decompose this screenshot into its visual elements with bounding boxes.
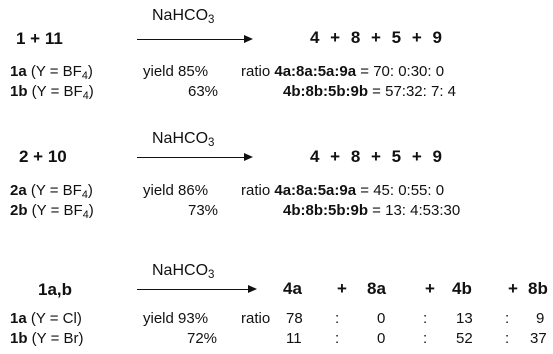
reaction-2-row-2-yield: 73%	[188, 202, 219, 219]
reaction-1-row-2-yield: 63%	[188, 83, 219, 100]
reaction-3-row-2-value-8a: 0	[377, 330, 386, 347]
reaction-3-row-1-label: 1a (Y = Cl)	[10, 310, 82, 327]
reaction-3-reactants: 1a,b	[38, 280, 73, 299]
reaction-1-reagent: NaHCO3	[152, 7, 215, 27]
reaction-3-row-1-value-8a: 0	[377, 310, 386, 327]
reaction-1-reactants: 1 + 11	[16, 29, 63, 48]
reaction-3-row-2-value-4b: 52	[456, 330, 473, 347]
reaction-2-reactants: 2 + 10	[19, 147, 67, 166]
reaction-1-row-1-label: 1a (Y = BF4)	[10, 63, 93, 83]
reaction-2-row-2-label: 2b (Y = BF4)	[10, 202, 94, 222]
reaction-3-arrow	[137, 285, 257, 293]
reaction-3-row-1-sep-2: :	[423, 310, 428, 327]
reaction-3-row-1-yield: yield 93%	[143, 310, 209, 327]
reaction-3-row-1-value-8b: 9	[536, 310, 545, 327]
reaction-3-row-1-value-4b: 13	[456, 310, 473, 327]
reaction-3-row-2-label: 1b (Y = Br)	[10, 330, 84, 347]
reaction-3-row-2-value-8b: 37	[530, 330, 547, 347]
reaction-2-row-1-yield: yield 86%	[143, 182, 209, 199]
reaction-3-reagent: NaHCO3	[152, 262, 215, 282]
reaction-2-products: 4 + 8 + 5 + 9	[310, 147, 442, 166]
reaction-3-plus-1: +	[337, 279, 347, 298]
reaction-3-row-1-sep-1: :	[335, 310, 340, 327]
reaction-3-row-1-value-4a: 78	[286, 310, 303, 327]
reaction-3-row-2-sep-1: :	[335, 330, 340, 347]
reaction-2-arrow	[137, 153, 253, 161]
reaction-3-row-2-sep-2: :	[423, 330, 428, 347]
reaction-2-row-1-ratio: ratio 4a:8a:5a:9a = 45: 0:55: 0	[241, 182, 445, 199]
reaction-2-row-1-label: 2a (Y = BF4)	[10, 182, 93, 202]
reaction-3-row-2-sep-3: :	[505, 330, 510, 347]
reaction-1-row-2-ratio: 4b:8b:5b:9b = 57:32: 7: 4	[283, 83, 457, 100]
reaction-3-row-1-ratio-word: ratio	[241, 310, 271, 327]
reaction-3-product-8b: 8b	[528, 279, 548, 298]
reaction-3-row-2-yield: 72%	[187, 330, 218, 347]
reaction-1-arrow	[137, 35, 253, 43]
reaction-3-row-1-sep-3: :	[505, 310, 510, 327]
reaction-2-reagent: NaHCO3	[152, 130, 215, 150]
reaction-2-row-2-ratio: 4b:8b:5b:9b = 13: 4:53:30	[283, 202, 461, 219]
reaction-1-row-1-ratio: ratio 4a:8a:5a:9a = 70: 0:30: 0	[241, 63, 445, 80]
reaction-3-plus-2: +	[425, 279, 435, 298]
reaction-3-product-4a: 4a	[283, 279, 302, 298]
reaction-3-product-4b: 4b	[452, 279, 472, 298]
reaction-3-row-2-value-4a: 11	[286, 330, 302, 347]
reaction-3-product-8a: 8a	[367, 279, 386, 298]
reaction-1-row-2-label: 1b (Y = BF4)	[10, 83, 94, 103]
reaction-1-products: 4 + 8 + 5 + 9	[310, 28, 442, 47]
reaction-1-row-1-yield: yield 85%	[143, 63, 209, 80]
reaction-3-plus-3: +	[508, 279, 518, 298]
